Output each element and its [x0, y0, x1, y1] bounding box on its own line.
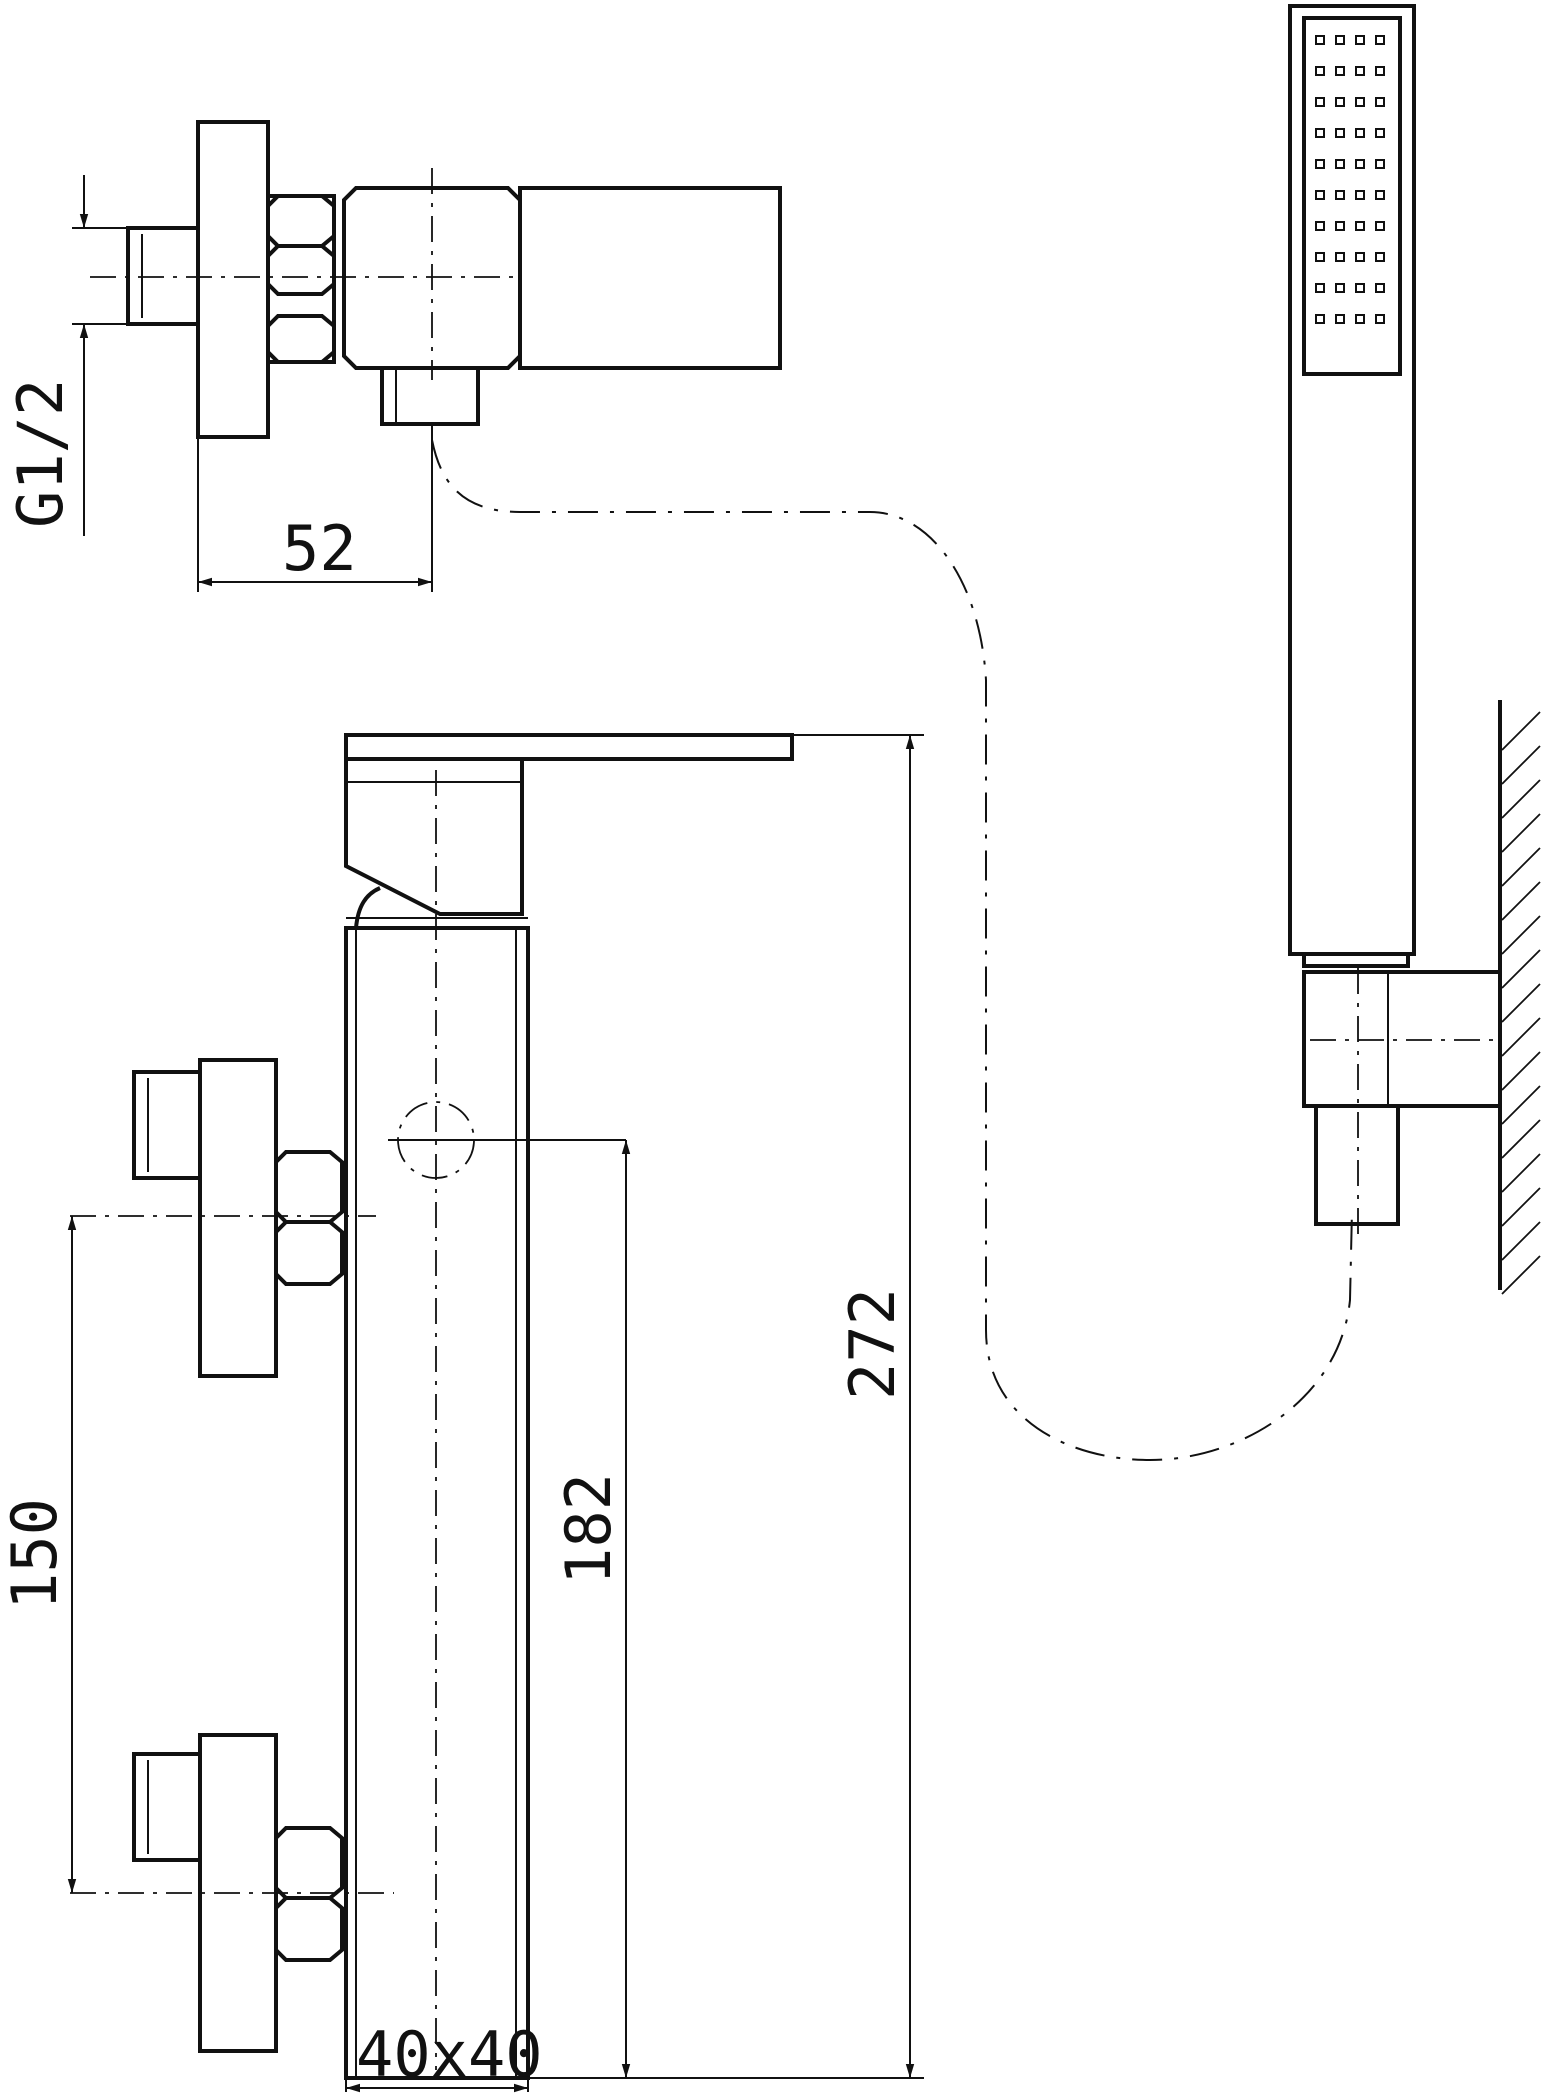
nozzle — [1315, 66, 1325, 76]
nozzle — [1315, 190, 1325, 200]
nozzle — [1335, 35, 1345, 45]
hatch-line — [1501, 813, 1541, 853]
hatch-line — [1501, 1119, 1541, 1159]
nozzle — [1355, 252, 1365, 262]
top-hex-nut-middle — [266, 244, 336, 296]
shower-collar — [1302, 952, 1410, 968]
nozzle — [1355, 159, 1365, 169]
holder-hose-socket — [1314, 1104, 1400, 1226]
hatch-line — [1501, 983, 1541, 1023]
hatch-line — [1501, 745, 1541, 785]
front-lever-block — [344, 757, 524, 916]
dim-depth-label: 52 — [282, 512, 357, 585]
nozzle — [1315, 128, 1325, 138]
nozzle — [1335, 221, 1345, 231]
nozzle — [1375, 283, 1385, 293]
front-upper-nut-a — [274, 1150, 344, 1224]
shower-head-face — [1302, 16, 1402, 376]
nozzle — [1335, 252, 1345, 262]
top-lever — [518, 186, 782, 370]
nozzle — [1315, 159, 1325, 169]
shower-hose — [431, 439, 1353, 1462]
nozzle — [1335, 314, 1345, 324]
dim-outlet-height-label: 182 — [552, 1473, 625, 1585]
front-lower-nut-a — [274, 1826, 344, 1900]
front-lower-nut-b — [274, 1896, 344, 1962]
hand-shower — [1288, 4, 1416, 968]
top-outlet — [380, 366, 480, 426]
nozzle — [1335, 190, 1345, 200]
hatch-line — [1501, 1085, 1541, 1125]
hatch-line — [1501, 1255, 1541, 1295]
nozzle — [1315, 97, 1325, 107]
front-upper-stub — [132, 1070, 202, 1180]
nozzle — [1335, 128, 1345, 138]
front-lever — [344, 733, 794, 761]
nozzle — [1375, 97, 1385, 107]
holder-block — [1302, 970, 1502, 1108]
nozzle — [1315, 35, 1325, 45]
dim-total-height-label: 272 — [836, 1288, 909, 1400]
dim-section-label: 40x40 — [356, 2018, 543, 2091]
hatch-line — [1501, 1221, 1541, 1261]
nozzle — [1375, 128, 1385, 138]
top-body — [342, 186, 522, 370]
wall-holder — [1302, 700, 1541, 1295]
nozzle — [1335, 97, 1345, 107]
nozzle — [1375, 221, 1385, 231]
nozzle — [1355, 314, 1365, 324]
top-view: G1/2 52 — [4, 120, 782, 592]
top-hex-nut-lower — [266, 314, 336, 364]
hatch-line — [1501, 1153, 1541, 1193]
nozzle — [1355, 283, 1365, 293]
hatch-line — [1501, 779, 1541, 819]
nozzle — [1355, 128, 1365, 138]
hatch-line — [1501, 847, 1541, 887]
hatch-line — [1501, 949, 1541, 989]
nozzle — [1315, 221, 1325, 231]
nozzle — [1355, 221, 1365, 231]
hatch-line — [1501, 915, 1541, 955]
nozzle — [1335, 66, 1345, 76]
nozzle — [1315, 314, 1325, 324]
dim-spacing-label: 150 — [0, 1498, 71, 1610]
nozzle — [1375, 190, 1385, 200]
hatch-line — [1501, 1187, 1541, 1227]
front-upper-wall-plate — [198, 1058, 278, 1378]
nozzle — [1355, 66, 1365, 76]
hatch-line — [1501, 1017, 1541, 1057]
hatch-line — [1501, 881, 1541, 921]
nozzle — [1315, 252, 1325, 262]
nozzle — [1375, 159, 1385, 169]
front-upper-nut-b — [274, 1220, 344, 1286]
top-hex-nut-upper — [266, 194, 336, 248]
nozzle — [1335, 283, 1345, 293]
shower-nozzles — [1315, 35, 1385, 324]
top-thread-stub — [126, 226, 200, 326]
wall-hatching — [1501, 711, 1541, 1295]
nozzle — [1375, 314, 1385, 324]
front-view: 150 182 272 40x40 — [0, 733, 924, 2093]
front-body — [344, 926, 530, 2080]
nozzle — [1375, 252, 1385, 262]
nozzle — [1335, 159, 1345, 169]
nozzle — [1355, 190, 1365, 200]
nozzle — [1355, 35, 1365, 45]
front-lower-stub — [132, 1752, 202, 1862]
shower-handle — [1288, 4, 1416, 956]
hatch-line — [1501, 1051, 1541, 1091]
hatch-line — [1501, 711, 1541, 751]
nozzle — [1315, 283, 1325, 293]
nozzle — [1375, 66, 1385, 76]
nozzle — [1375, 35, 1385, 45]
top-wall-plate — [196, 120, 270, 439]
nozzle — [1355, 97, 1365, 107]
dim-thread-label: G1/2 — [4, 379, 77, 528]
